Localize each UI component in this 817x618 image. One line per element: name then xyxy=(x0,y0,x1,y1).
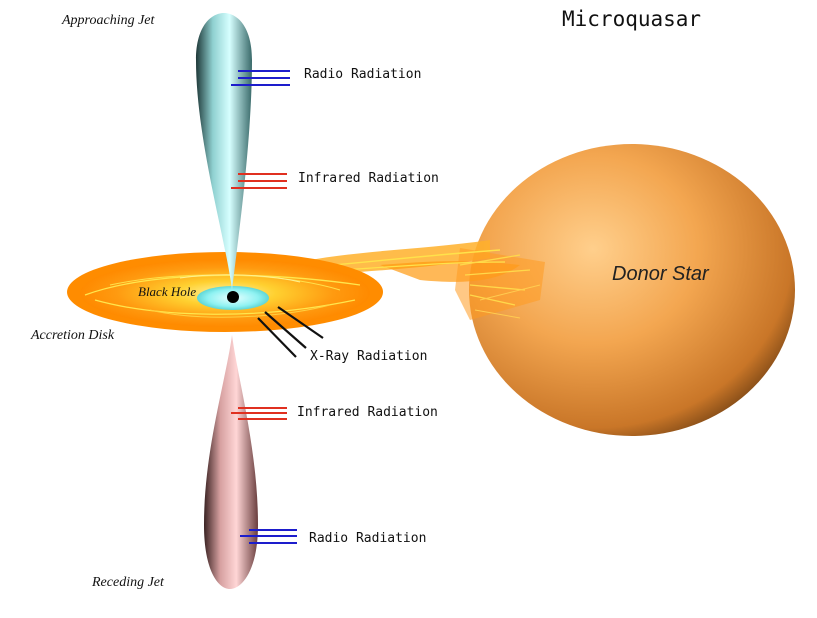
radio-radiation-bottom-label: Radio Radiation xyxy=(309,531,427,546)
approaching-jet-label: Approaching Jet xyxy=(62,13,155,28)
approaching-jet xyxy=(196,13,252,290)
donor-star-label: Donor Star xyxy=(612,263,709,285)
radio-radiation-top-label: Radio Radiation xyxy=(304,67,422,82)
donor-star xyxy=(469,144,795,436)
black-hole xyxy=(227,291,239,303)
infrared-radiation-bottom-marker xyxy=(231,407,287,420)
radio-radiation-top-marker xyxy=(231,70,290,86)
xray-radiation-label: X-Ray Radiation xyxy=(310,349,428,364)
receding-jet-label: Receding Jet xyxy=(92,575,164,590)
xray-radiation-marker xyxy=(257,306,324,358)
accretion-disk-label: Accretion Disk xyxy=(31,328,115,343)
radio-radiation-bottom-marker xyxy=(240,529,297,544)
receding-jet xyxy=(204,335,258,589)
infrared-radiation-bottom-label: Infrared Radiation xyxy=(297,405,438,420)
diagram-title: Microquasar xyxy=(562,7,702,31)
black-hole-label: Black Hole xyxy=(138,284,197,299)
infrared-radiation-top-label: Infrared Radiation xyxy=(298,171,439,186)
infrared-radiation-top-marker xyxy=(231,173,287,189)
